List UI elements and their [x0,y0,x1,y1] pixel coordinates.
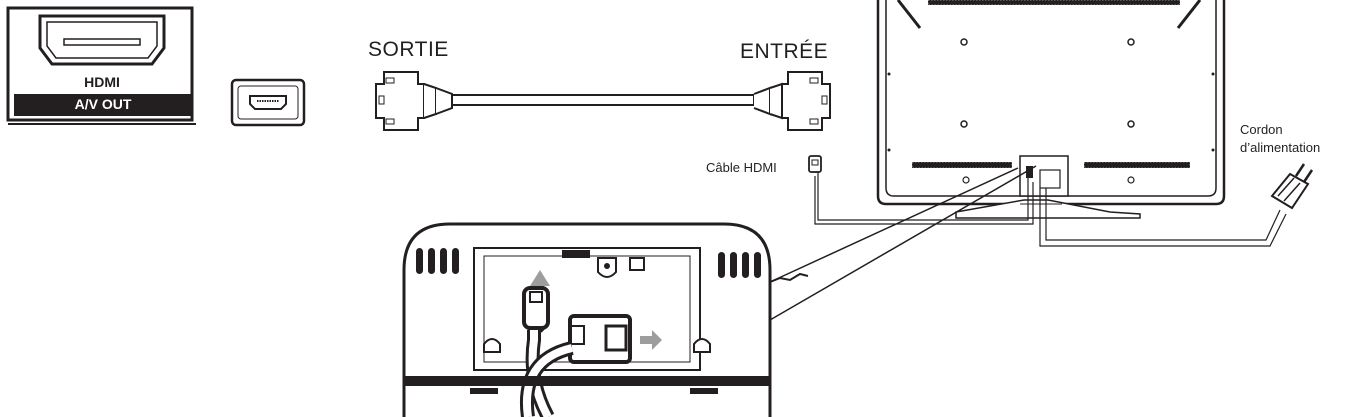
side-vents-right [718,252,761,278]
hdmi-plug-detail-icon [522,286,550,335]
power-plug-detail-icon [568,314,662,364]
hdmi-port-icon [38,14,166,66]
hdmi-plug-output-end-icon [375,71,453,131]
hdmi-cable-drawing [375,71,831,131]
output-end-label: SORTIE [368,38,449,61]
tv-rear-view [876,0,1226,219]
hdmi-port-label: HDMI [84,74,120,90]
input-end-label: ENTRÉE [740,40,829,63]
hdmi-plug-input-end-icon [753,71,831,131]
power-plug-icon [1270,163,1314,210]
zoomed-connection-detail [402,222,772,417]
hdmi-socket-icon [230,78,306,127]
power-cord-label-line2: d’alimentation [1240,140,1321,155]
zoom-callout-lines [769,165,1037,321]
av-out-port-panel [6,6,196,125]
side-vents-left [416,248,459,274]
av-out-label: A/V OUT [74,96,132,112]
hdmi-cable-to-tv [808,155,1034,225]
hdmi-cable-label: Câble HDMI [706,160,777,175]
power-cord [1039,163,1314,247]
power-cord-label-line1: Cordon [1240,122,1283,137]
